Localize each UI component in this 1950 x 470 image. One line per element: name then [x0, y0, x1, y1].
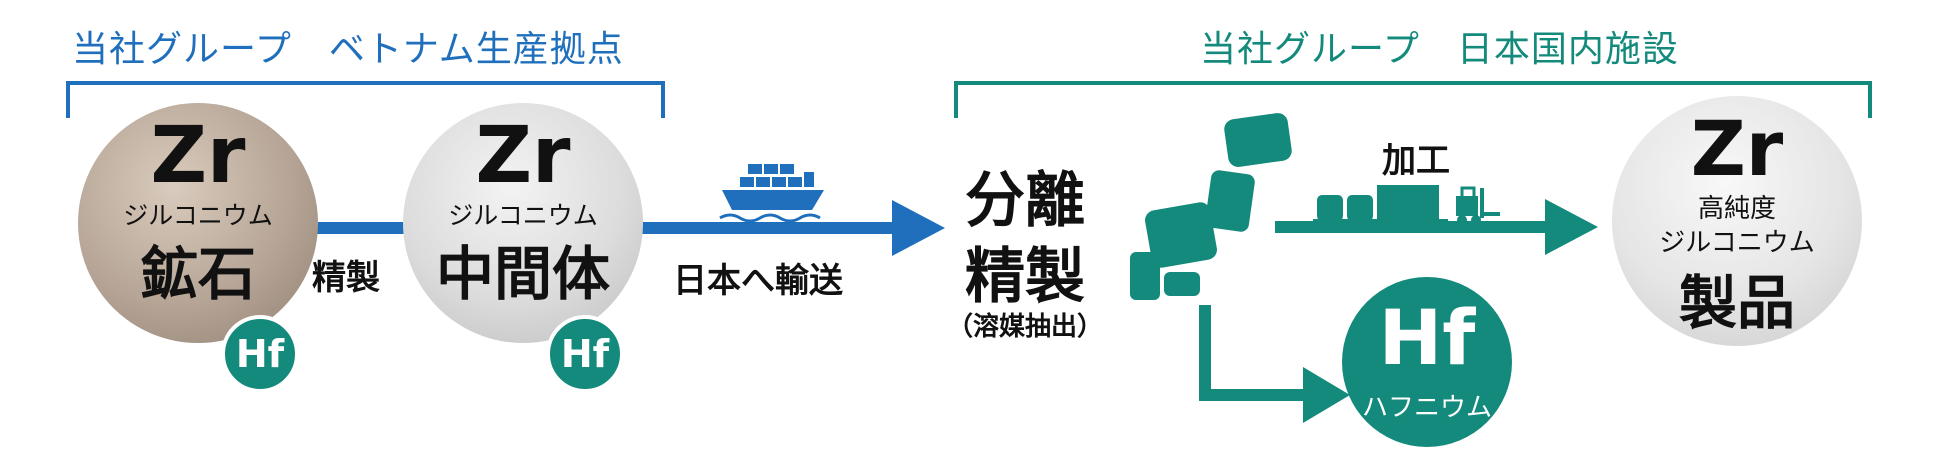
ore-hf-badge: Hf	[221, 315, 299, 393]
intermediate-label: 中間体	[435, 240, 610, 308]
transport-label: 日本へ輸送	[673, 261, 843, 301]
cargo-ship-icon	[719, 164, 824, 223]
separation-note: （溶媒抽出）	[946, 312, 1103, 342]
zr-ore-circle: Zr ジルコニウム 鉱石	[78, 103, 318, 343]
zr-product-circle: Zr 高純度 ジルコニウム 製品	[1612, 96, 1862, 346]
japan-group-label: 当社グループ 日本国内施設	[1200, 29, 1679, 70]
process-arrowhead	[1545, 199, 1598, 255]
hafnium-name: ハフニウム	[1361, 393, 1492, 423]
ore-label: 鉱石	[139, 240, 256, 308]
ore-hf-badge-label: Hf	[235, 332, 285, 376]
forklift-icon	[1456, 186, 1500, 225]
product-sub1: 高純度	[1697, 194, 1776, 224]
zr-intermediate-circle: Zr ジルコニウム 中間体	[403, 103, 643, 343]
product-label: 製品	[1678, 269, 1795, 337]
intermediate-symbol: Zr	[475, 111, 571, 201]
intermediate-name: ジルコニウム	[448, 201, 598, 230]
ore-symbol: Zr	[150, 111, 246, 201]
separation-line1: 分離	[965, 166, 1085, 236]
japan-map-icon	[1130, 113, 1292, 300]
transport-arrowhead	[892, 200, 945, 256]
hafnium-branch-arrowhead	[1303, 367, 1350, 423]
separation-line2: 精製	[965, 242, 1085, 312]
intermediate-hf-badge-label: Hf	[560, 332, 610, 376]
hafnium-circle: Hf ハフニウム	[1342, 277, 1512, 447]
hafnium-branch-line	[1199, 305, 1308, 401]
refine-label: 精製	[312, 258, 380, 298]
hafnium-symbol: Hf	[1378, 293, 1476, 382]
vietnam-group-label: 当社グループ ベトナム生産拠点	[72, 29, 624, 70]
product-sub2: ジルコニウム	[1659, 228, 1815, 258]
process-label: 加工	[1382, 141, 1450, 181]
factory-icon	[1313, 185, 1448, 223]
intermediate-hf-badge: Hf	[546, 315, 624, 393]
product-symbol: Zr	[1690, 104, 1784, 193]
ore-name: ジルコニウム	[123, 201, 273, 230]
